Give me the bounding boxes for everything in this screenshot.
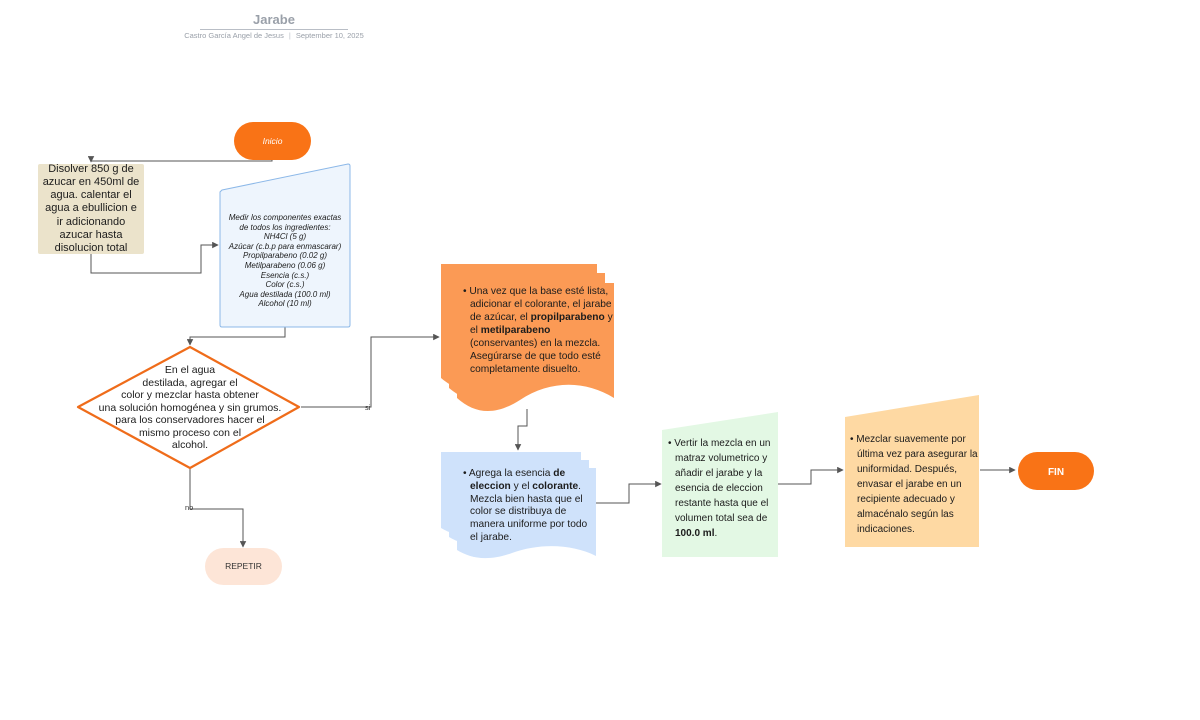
edge-label-si: si [365,403,371,412]
medir-line-10: Alcohol (10 ml) [258,299,312,309]
medir-line-1: Medir los componentes exactas [228,213,342,223]
verter-node[interactable] [662,412,778,557]
medir-line-2: de todos los ingredientes: [239,222,331,232]
decision-line-5: para los conservadores hacer el [115,414,265,427]
medir-node[interactable] [219,163,351,328]
decision-node[interactable] [76,345,301,470]
medir-line-4: Azúcar (c.b.p para enmascarar) [228,241,342,251]
mezclar-node[interactable] [845,395,979,547]
medir-text: Medir los componentes exactas de todos l… [220,209,350,313]
colorante-text: • Una vez que la base esté lista, adicio… [463,286,613,375]
decision-line-6: mismo proceso con el [138,426,242,439]
medir-line-7: Esencia (c.s.) [260,270,310,280]
medir-line-6: Metilparabeno (0.06 g) [244,261,326,270]
decision-line-2: destilada, agregar el [142,376,238,389]
inicio-label: Inicio [263,136,283,146]
document-date: September 10, 2025 [295,31,364,40]
mezclar-text: • Mezclar suavemente por última vez para… [850,434,978,535]
fin-node[interactable] [1018,452,1094,490]
esencia-text: • Agrega la esencia de eleccion y el col… [463,468,588,543]
medir-line-5: Propilparabeno (0.02 g) [242,251,328,261]
medir-line-8: Color (c.s.) [265,280,305,290]
decision-line-7: alcohol. [171,439,209,452]
edge-medir-decision [186,327,286,346]
fin-label: FIN [1048,467,1064,478]
edge-colorante-esencia [514,409,528,451]
decision-line-1: En el agua [164,363,216,376]
decision-line-3: color y mezclar hasta obtener [121,389,259,402]
repetir-label: REPETIR [225,561,262,571]
edge-decision-repetir [189,468,247,548]
decision-line-4: una solución homogénea y sin grumos. [98,401,282,414]
edge-verter-mezclar [778,466,844,485]
page-meta: Castro García Angel de Jesus|September 1… [184,31,364,40]
page-title: Jarabe [200,12,348,30]
inicio-node[interactable] [234,122,311,160]
edge-label-no: no [185,503,193,512]
disolver-node[interactable] [38,164,144,254]
author-name: Castro García Angel de Jesus [184,31,284,40]
esencia-doc-front [457,468,596,559]
edge-esencia-verter [595,480,662,504]
colorante-node[interactable] [441,264,614,412]
edge-group [87,156,1016,548]
verter-text: • Vertir la mezcla en un matraz volumetr… [668,438,771,539]
esencia-node[interactable] [441,452,596,559]
colorante-doc-front [457,283,614,412]
decision-text: En el agua destilada, agregar el color y… [84,363,296,453]
repetir-node[interactable] [205,548,282,585]
medir-line-3: NH4Cl (5 g) [263,232,307,242]
medir-line-9: Agua destilada (100.0 ml) [239,289,331,299]
edge-inicio-disolver [87,156,273,163]
disolver-text: Disolver 850 g de azucar en 450ml de agu… [42,162,140,254]
edge-disolver-medir [90,241,219,274]
edge-decision-colorante [301,333,440,408]
